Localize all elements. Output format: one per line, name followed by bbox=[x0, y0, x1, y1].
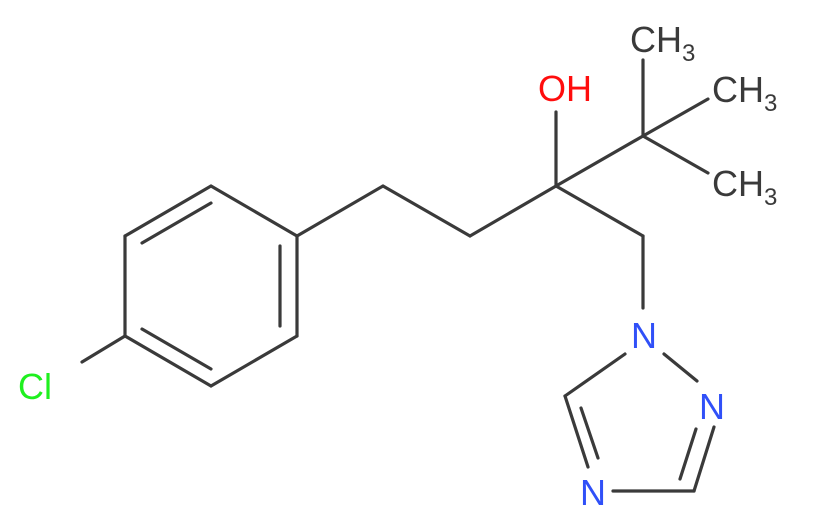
ring-bond bbox=[123, 184, 213, 238]
nitrogen-label-n1: N bbox=[631, 315, 657, 356]
methyl-main: CH bbox=[712, 163, 764, 204]
chain-bond bbox=[381, 184, 472, 238]
methyl-subscript: 3 bbox=[764, 184, 777, 211]
methyl-label: CH3 bbox=[712, 69, 777, 117]
methyl-bond bbox=[641, 134, 710, 175]
chain-bond bbox=[295, 184, 385, 238]
methyl-label: CH3 bbox=[712, 163, 777, 211]
chain-bond bbox=[468, 184, 558, 238]
triazole-inner-bond bbox=[678, 427, 698, 481]
ring-bond bbox=[209, 184, 299, 238]
triazole-bond bbox=[563, 352, 627, 398]
ring-inner-bond bbox=[140, 327, 213, 371]
nitrogen-label-n4: N bbox=[580, 472, 606, 513]
methyl-subscript: 3 bbox=[682, 40, 695, 67]
ring-bond bbox=[209, 334, 299, 388]
nitrogen-label-n2: N bbox=[699, 386, 725, 427]
triazole-bond bbox=[662, 352, 699, 383]
ring-bond bbox=[123, 334, 213, 388]
hydroxyl-label: OH bbox=[538, 68, 592, 109]
methyl-main: CH bbox=[712, 69, 764, 110]
methyl-subscript: 3 bbox=[764, 90, 777, 117]
triazole-bond bbox=[563, 394, 590, 469]
triazole-bond bbox=[692, 425, 716, 493]
methylene-bond bbox=[554, 184, 645, 238]
chlorine-label: Cl bbox=[18, 366, 52, 407]
tert-butyl-bond bbox=[554, 134, 645, 188]
atom-labels: Cl OH CH3 CH3 CH3 N N N bbox=[18, 19, 777, 513]
chlorine-bond bbox=[80, 334, 127, 364]
ring-inner-bond bbox=[140, 201, 213, 245]
methyl-bond bbox=[641, 97, 710, 138]
triazole-inner-bond bbox=[579, 406, 600, 460]
bonds bbox=[80, 58, 716, 493]
methyl-main: CH bbox=[630, 19, 682, 60]
methyl-label: CH3 bbox=[630, 19, 695, 67]
